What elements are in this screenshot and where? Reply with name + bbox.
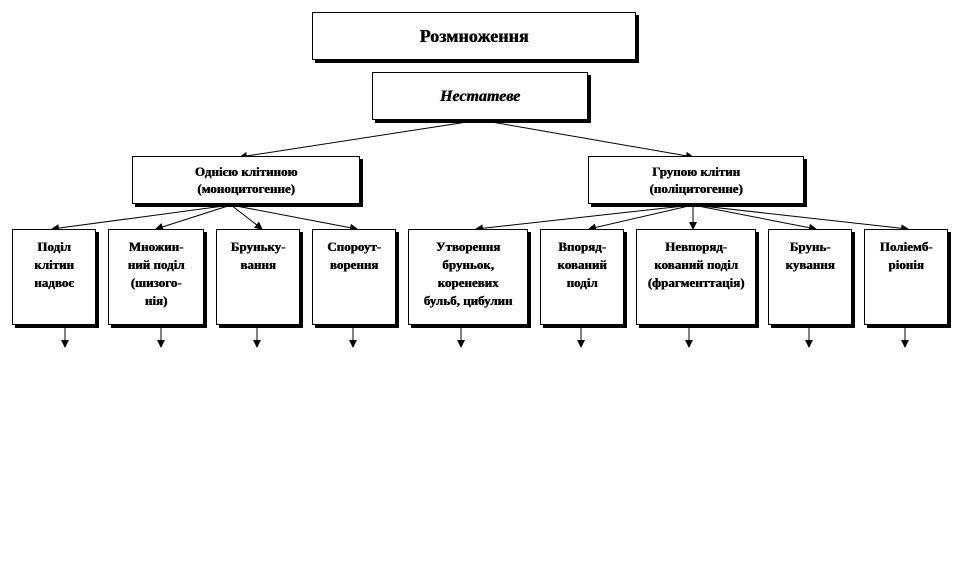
arrow-single-to-leaf-1: [51, 204, 232, 233]
leaf-node-label: Утворення бруньок, кореневих бульб, цибу…: [423, 239, 513, 308]
leaf-node-sporulation: Спороут- ворення: [312, 229, 396, 325]
group-cells-node-label: Групою клітин (поліцитогенне): [649, 164, 743, 196]
leaf-node-label: Множин- ний поділ (шизого- нія): [127, 239, 185, 308]
leaf-node-label: Бруньку- вання: [230, 239, 286, 272]
leaf-node-label: Невпоряд- кований поділ (фрагменттація): [647, 239, 745, 290]
leaf-node-schizogony: Множин- ний поділ (шизого- нія): [108, 229, 204, 325]
leaf-node-label: Поділ клітин надвоє: [34, 239, 74, 290]
leaf-node-label: Поліемб- ріонія: [879, 239, 933, 272]
leaf-node-budding: Бруньку- вання: [216, 229, 300, 325]
arrow-group-to-leaf-5: [475, 204, 694, 233]
arrow-group-to-leaf-6: [588, 204, 694, 232]
root-node: Розмноження: [312, 12, 636, 60]
arrow-single-to-leaf-2: [155, 204, 232, 231]
leaf-node-label: Впоряд- кований поділ: [557, 239, 607, 290]
arrow-asexual-to-single: [239, 119, 481, 160]
arrow-single-to-leaf-4: [230, 204, 358, 232]
leaf-node-ordered-division: Впоряд- кований поділ: [540, 229, 624, 325]
leaf-node-binary-fission: Поділ клітин надвоє: [12, 229, 96, 325]
leaf-node-label: Брунь- кування: [785, 239, 835, 272]
leaf-node-label: Спороут- ворення: [327, 239, 381, 272]
single-cell-node-label: Однією клітиною (моноцитогенне): [194, 164, 298, 196]
group-cells-node: Групою клітин (поліцитогенне): [588, 156, 804, 204]
arrow-group-to-leaf-9: [692, 204, 909, 233]
arrow-asexual-to-group: [479, 119, 694, 160]
single-cell-node: Однією клітиною (моноцитогенне): [132, 156, 360, 204]
leaf-node-fragmentation: Невпоряд- кований поділ (фрагменттація): [636, 229, 756, 325]
asexual-node-label: Нестатеве: [439, 87, 521, 105]
root-node-label: Розмноження: [419, 26, 529, 46]
arrow-group-to-leaf-8: [692, 204, 817, 232]
asexual-node: Нестатеве: [372, 72, 588, 120]
arrow-single-to-leaf-3: [230, 204, 263, 230]
leaf-node-group-budding: Брунь- кування: [768, 229, 852, 325]
leaf-node-polyembryony: Поліемб- ріонія: [864, 229, 948, 325]
leaf-node-bulbs: Утворення бруньок, кореневих бульб, цибу…: [408, 229, 528, 325]
